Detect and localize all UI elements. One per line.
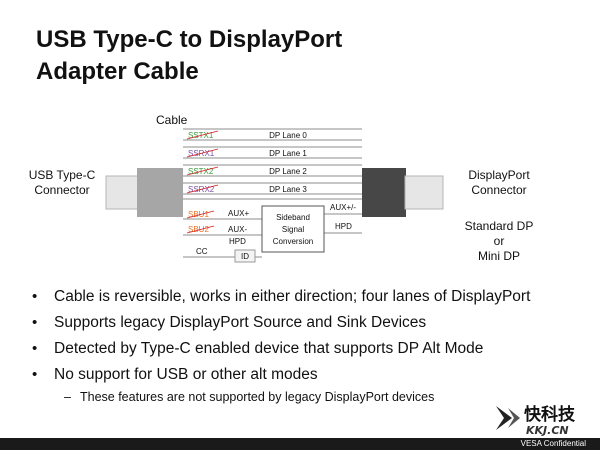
kkj-logo: 快科技 KKJ.CN [496,404,576,437]
sideband-line-2: Signal [282,225,304,234]
lane-lines [183,128,362,200]
sideband-box [261,205,325,253]
cable-diagram: Cable USB Type-C Connector DisplayPort C… [29,113,534,263]
signal-lane-1: DP Lane 1 [269,149,307,158]
sideband-line-3: Conversion [273,237,313,246]
dash-glyph: – [64,390,71,404]
slide-title: USB Type-C to DisplayPort Adapter Cable [36,24,342,88]
bullet-item: Detected by Type-C enabled device that s… [30,336,590,362]
footer-bar: VESA Confidential [0,438,600,450]
cable-label: Cable [156,113,188,127]
dp-plug-tip [404,175,444,210]
usbc-plug-body [137,168,183,217]
title-line-1: USB Type-C to DisplayPort [36,26,343,53]
title-line-2: Adapter Cable [36,58,199,85]
left-connector-label-2: Connector [34,183,89,197]
id-box [234,249,256,263]
sideband-line-1: Sideband [276,213,310,222]
dp-variant-standard: Standard DP [465,219,534,233]
right-connector-label-2: Connector [471,183,526,197]
left-connector-label: USB Type-C [29,168,96,182]
logo-mark-icon [496,406,512,430]
right-connector-label: DisplayPort [468,168,530,182]
aux-minus-label: AUX- [228,225,247,234]
signal-lane-3: DP Lane 3 [269,185,307,194]
hpd-left-label: HPD [229,237,246,246]
id-label: ID [241,252,249,261]
sub-bullet-text: These features are not supported by lega… [80,390,435,404]
aux-pm-label: AUX+/- [330,203,356,212]
strike-sbu2 [186,225,215,234]
lane-signals: DP Lane 0 DP Lane 1 DP Lane 2 DP Lane 3 [269,131,307,194]
cc-label: CC [196,247,208,256]
strike-sstx2 [186,166,219,176]
strike-ssrx2 [186,184,219,194]
usbc-plug-tip [105,175,139,210]
logo-mark-icon-2 [508,408,520,428]
confidential-label: VESA Confidential [520,439,586,448]
aux-plus-label: AUX+ [228,209,249,218]
dp-plug-body [362,168,406,217]
strike-sstx1 [186,130,219,140]
signal-lane-2: DP Lane 2 [269,167,307,176]
logo-subtext: KKJ.CN [526,424,569,437]
dp-variant-mini: Mini DP [478,249,520,263]
dp-variant-or: or [494,234,505,248]
signal-lane-0: DP Lane 0 [269,131,307,140]
bullet-list: Cable is reversible, works in either dir… [30,284,590,388]
strike-ssrx1 [186,148,219,158]
hpd-right-label: HPD [335,222,352,231]
bullet-item: No support for USB or other alt modes [30,362,590,388]
bullet-item: Cable is reversible, works in either dir… [30,284,590,310]
logo-text: 快科技 [524,404,576,425]
strike-sbu1 [186,210,215,219]
lane-pins: SSTX1 SSRX1 SSTX2 SSRX2 [186,130,219,194]
sub-bullet: –These features are not supported by leg… [64,390,434,404]
bullet-item: Supports legacy DisplayPort Source and S… [30,310,590,336]
